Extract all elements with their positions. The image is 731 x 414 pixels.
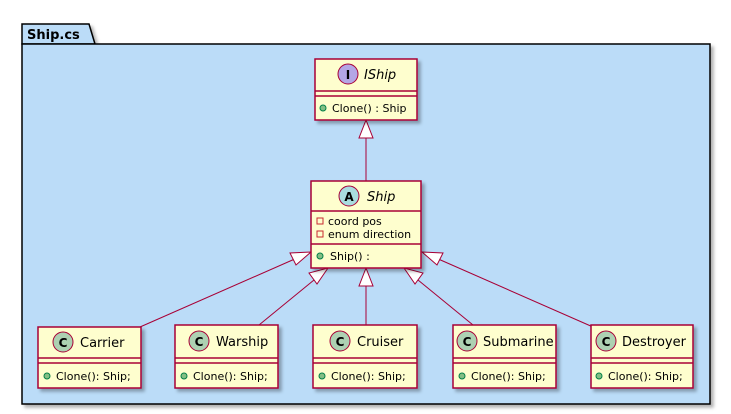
class-badge-icon [188,330,210,352]
class-badge-icon [456,330,478,352]
class-name: Ship [367,190,395,205]
method: Clone(): Ship; [471,370,546,383]
class-badge-letter: C [195,335,204,349]
class-name: Cruiser [357,335,404,350]
class-name: Submarine [483,335,554,350]
class-name: Warship [216,335,268,350]
interface-badge-icon [337,63,359,85]
package-name: Ship.cs [27,28,80,43]
method: Clone(): Ship; [56,370,131,383]
field: enum direction [328,228,411,241]
class-cruiser[interactable]: C Cruiser Clone(): Ship; [312,324,418,389]
edge-destroyer-ship-arrow [420,251,444,266]
abstract-badge-icon [338,185,360,207]
class-submarine[interactable]: C Submarine Clone(): Ship; [452,324,557,389]
class-name: Destroyer [622,335,687,350]
class-cruiser-box [312,324,418,389]
class-ship[interactable]: A Ship coord pos enum direction Ship() : [310,180,422,269]
class-warship[interactable]: C Warship Clone(): Ship; [174,324,279,389]
public-visibility-icon [316,252,324,260]
class-destroyer[interactable]: C Destroyer Clone(): Ship; [590,324,694,389]
class-badge-letter: C [602,335,611,349]
edge-cruiser-ship-arrow [358,266,374,287]
class-badge-letter: C [336,335,345,349]
class-ship-box [310,180,422,269]
edge-carrier-ship-arrow [289,251,313,266]
edge-warship-ship [258,279,315,326]
private-visibility-icon [316,217,324,225]
edge-submarine-ship [417,279,474,326]
class-name: Carrier [80,336,125,351]
method: Clone() : Ship [332,102,406,115]
public-visibility-icon [318,372,326,380]
edge-warship-ship-arrow [308,267,330,285]
abstract-badge-letter: A [344,190,354,204]
class-badge-icon [329,330,351,352]
method: Ship() : [330,250,370,263]
edge-submarine-ship-arrow [402,267,424,285]
class-ishp-box [314,58,418,121]
public-visibility-icon [319,104,327,112]
class-badge-icon [595,330,617,352]
edge-ship-ishp-arrow [358,118,374,139]
public-visibility-icon [595,372,603,380]
public-visibility-icon [458,372,466,380]
class-ishp[interactable]: I IShip Clone() : Ship [314,58,418,121]
method: Clone(): Ship; [331,370,406,383]
class-badge-letter: C [59,336,68,350]
class-badge-letter: C [463,335,472,349]
field: coord pos [328,215,382,228]
class-badge-icon [52,331,74,353]
public-visibility-icon [180,372,188,380]
private-visibility-icon [316,230,324,238]
method: Clone(): Ship; [193,370,268,383]
class-carrier[interactable]: C Carrier Clone(): Ship; [37,326,142,389]
edge-destroyer-ship [435,257,594,328]
method: Clone(): Ship; [608,370,683,383]
edge-carrier-ship [139,257,298,328]
public-visibility-icon [43,372,51,380]
class-name: IShip [364,68,396,83]
interface-badge-letter: I [346,68,350,82]
edges [139,118,594,328]
